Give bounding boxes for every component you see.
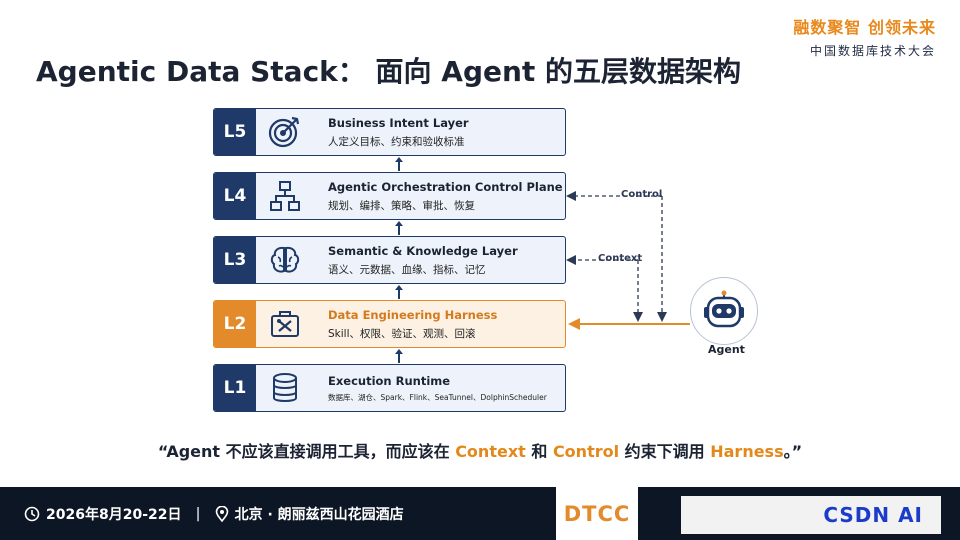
layer-name: Data Engineering Harness xyxy=(328,307,498,322)
conference-brand: 融数聚智 创领未来 中国数据库技术大会 xyxy=(793,14,936,59)
location-pin-icon xyxy=(215,506,228,522)
layer-desc: 规划、编排、策略、审批、恢复 xyxy=(328,199,475,212)
layer-name: Execution Runtime xyxy=(328,373,451,388)
context-label: Context xyxy=(598,253,643,264)
layer-name: Agentic Orchestration Control Plane xyxy=(328,179,563,194)
layer-badge: L4 xyxy=(214,173,256,219)
layer-l3: L3 Semantic & Knowledge Layer 语义、元数据、血缘、… xyxy=(213,236,566,284)
layer-badge: L2 xyxy=(214,301,256,347)
quote-keyword-context: Context xyxy=(455,442,526,461)
footer-separator: | xyxy=(195,506,201,522)
agent-label: Agent xyxy=(708,343,745,356)
layer-l5: L5 Business Intent Layer 人定义目标、约束和验收标准 xyxy=(213,108,566,156)
layer-desc: Skill、权限、验证、观测、回滚 xyxy=(328,327,476,340)
layer-badge: L5 xyxy=(214,109,256,155)
dtcc-logo: DTCC xyxy=(556,487,638,540)
partner-logo: CSDN AI xyxy=(681,496,941,534)
database-icon xyxy=(256,365,314,411)
layer-desc: 数据库、湖仓、Spark、Flink、SeaTunnel、DolphinSche… xyxy=(328,392,547,402)
quote-text: “Agent 不应该直接调用工具，而应该在 Context 和 Control … xyxy=(157,442,803,461)
clock-icon xyxy=(24,506,40,522)
brain-icon xyxy=(256,237,314,283)
brand-conference: 中国数据库技术大会 xyxy=(809,44,936,58)
layer-l1: L1 Execution Runtime 数据库、湖仓、Spark、Flink、… xyxy=(213,364,566,412)
toolbox-icon xyxy=(256,301,314,347)
layer-l4: L4 Agentic Orchestration Control Plane 规… xyxy=(213,172,566,220)
layer-badge: L3 xyxy=(214,237,256,283)
layer-name: Semantic & Knowledge Layer xyxy=(328,243,518,258)
agent-avatar xyxy=(690,277,758,345)
quote-keyword-control: Control xyxy=(552,442,620,461)
up-arrow-icon xyxy=(395,157,403,171)
event-date: 2026年8月20-22日 xyxy=(46,507,182,523)
layer-l2: L2 Data Engineering Harness Skill、权限、验证、… xyxy=(213,300,566,348)
control-label: Control xyxy=(621,189,663,200)
quote-keyword-harness: Harness xyxy=(710,442,784,461)
slide-title: Agentic Data Stack： 面向 Agent 的五层数据架构 xyxy=(36,55,742,88)
target-icon xyxy=(256,109,314,155)
up-arrow-icon xyxy=(395,349,403,363)
layer-desc: 人定义目标、约束和验收标准 xyxy=(328,135,465,148)
layer-badge: L1 xyxy=(214,365,256,411)
event-location: 北京 · 朗丽兹西山花园酒店 xyxy=(234,507,404,523)
org-chart-icon xyxy=(256,173,314,219)
up-arrow-icon xyxy=(395,285,403,299)
brand-slogan: 融数聚智 创领未来 xyxy=(793,18,936,37)
robot-icon xyxy=(704,290,744,328)
layer-name: Business Intent Layer xyxy=(328,115,469,130)
up-arrow-icon xyxy=(395,221,403,235)
layer-desc: 语义、元数据、血缘、指标、记忆 xyxy=(328,263,486,276)
